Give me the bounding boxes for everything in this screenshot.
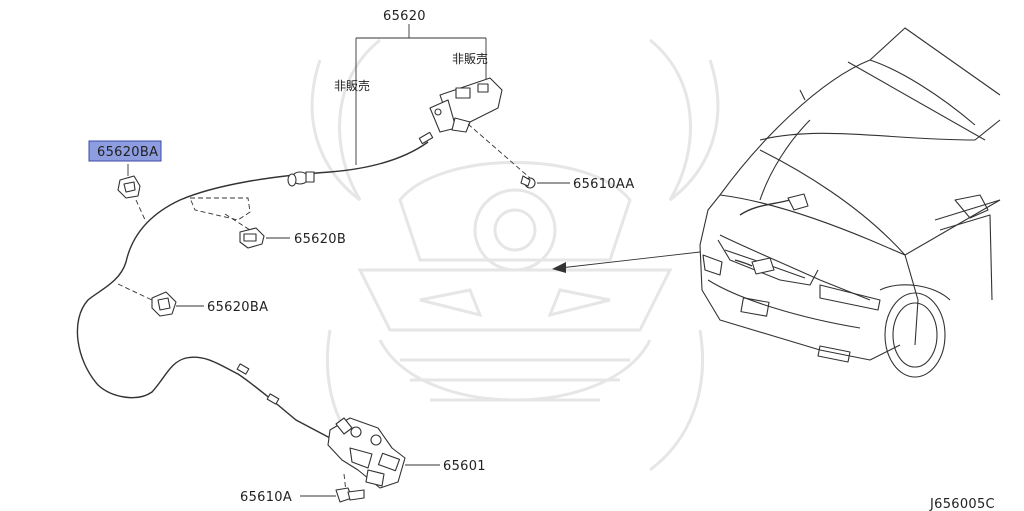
label-65610aa: 65610AA <box>573 177 635 192</box>
clip-65620ba-lower <box>151 291 177 317</box>
label-65620b: 65620B <box>294 232 346 247</box>
hood-lock-65601 <box>327 417 406 489</box>
label-not-sold-right: 非販売 <box>452 51 488 66</box>
arrow-head <box>552 262 566 273</box>
label-65601: 65601 <box>443 459 486 474</box>
hood-release-cable <box>76 141 429 401</box>
assembly-bracket <box>355 24 487 165</box>
clip-65620ba-upper <box>117 175 141 199</box>
bolt-65610aa <box>520 175 536 189</box>
clamp-65620b <box>239 227 265 249</box>
highlight-box <box>88 140 162 162</box>
label-not-sold-left: 非販売 <box>334 78 370 93</box>
label-65620: 65620 <box>383 9 426 24</box>
watermark-emblem <box>310 38 720 472</box>
vehicle-illustration <box>699 27 1001 378</box>
release-handle <box>429 77 503 133</box>
label-65610a: 65610A <box>240 490 292 505</box>
bolt-65610a <box>335 487 365 503</box>
label-65620ba-highlighted[interactable]: 65620BA <box>97 145 158 160</box>
cable-grommet <box>287 171 315 187</box>
label-65620ba-lower: 65620BA <box>207 300 268 315</box>
diagram-code: J656005C <box>929 497 995 511</box>
location-arrow <box>559 251 701 269</box>
